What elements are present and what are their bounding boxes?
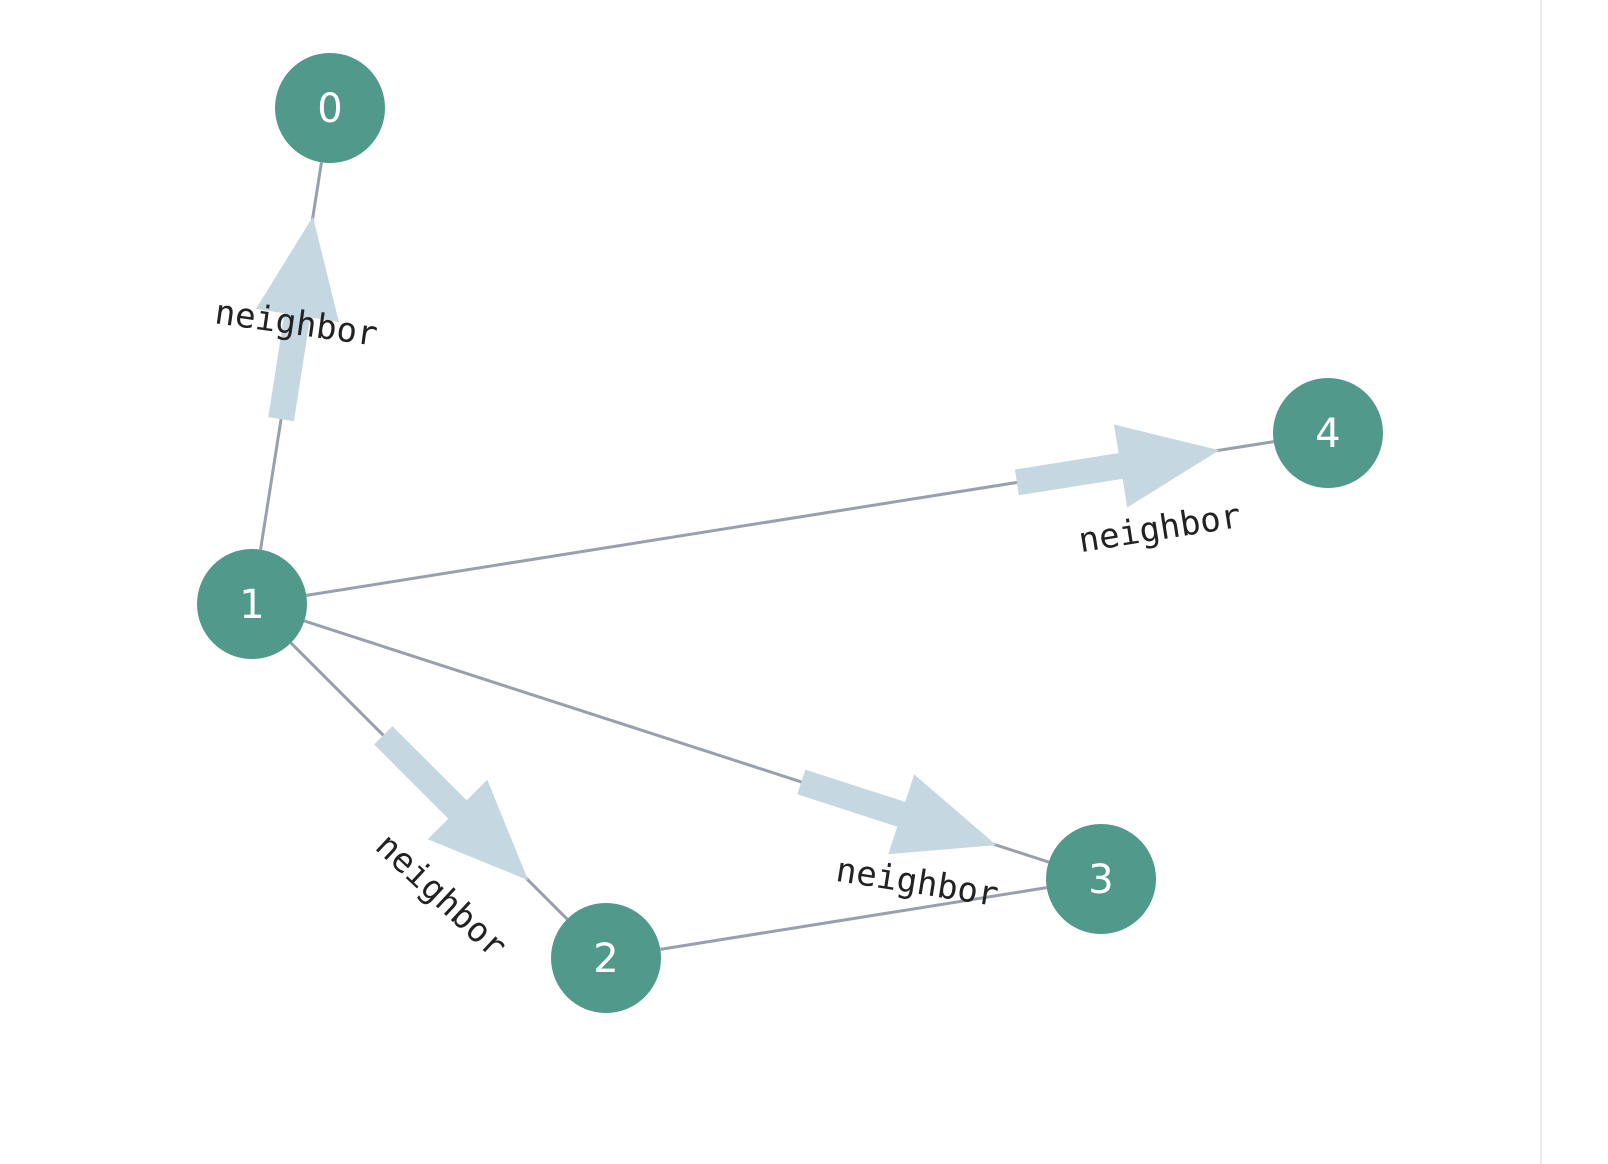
node-4[interactable]: 4 (1273, 378, 1383, 488)
arrow-shaft-1-3 (797, 769, 911, 829)
node-circle-3[interactable] (1046, 824, 1156, 934)
node-label-3: 3 (1088, 857, 1113, 903)
node-label-0: 0 (317, 86, 342, 132)
node-0[interactable]: 0 (275, 53, 385, 163)
node-label-2: 2 (593, 936, 618, 982)
panel-right-border (1540, 0, 1542, 1164)
edge-label-1-3: neighbor (833, 850, 1001, 915)
node-circle-1[interactable] (197, 549, 307, 659)
node-circle-4[interactable] (1273, 378, 1383, 488)
arrow-head-1-3 (888, 774, 997, 855)
arrow-head-1-0 (255, 216, 339, 322)
node-1[interactable]: 1 (197, 549, 307, 659)
arrow-shaft-1-4 (1014, 452, 1129, 496)
node-3[interactable]: 3 (1046, 824, 1156, 934)
arrow-shaft-1-2 (374, 726, 471, 823)
node-circle-2[interactable] (551, 903, 661, 1013)
arrows-layer (255, 216, 1220, 881)
node-2[interactable]: 2 (551, 903, 661, 1013)
node-label-1: 1 (239, 582, 264, 628)
nodes-layer: 0 1 2 3 4 (197, 53, 1383, 1013)
arrow-shaft-1-0 (268, 307, 312, 422)
arrow-head-1-4 (1114, 424, 1220, 508)
arrow-head-1-2 (427, 779, 529, 881)
node-label-4: 4 (1315, 411, 1340, 457)
edge-2-3[interactable] (660, 886, 1047, 951)
edge-label-1-4: neighbor (1076, 496, 1244, 561)
node-circle-0[interactable] (275, 53, 385, 163)
